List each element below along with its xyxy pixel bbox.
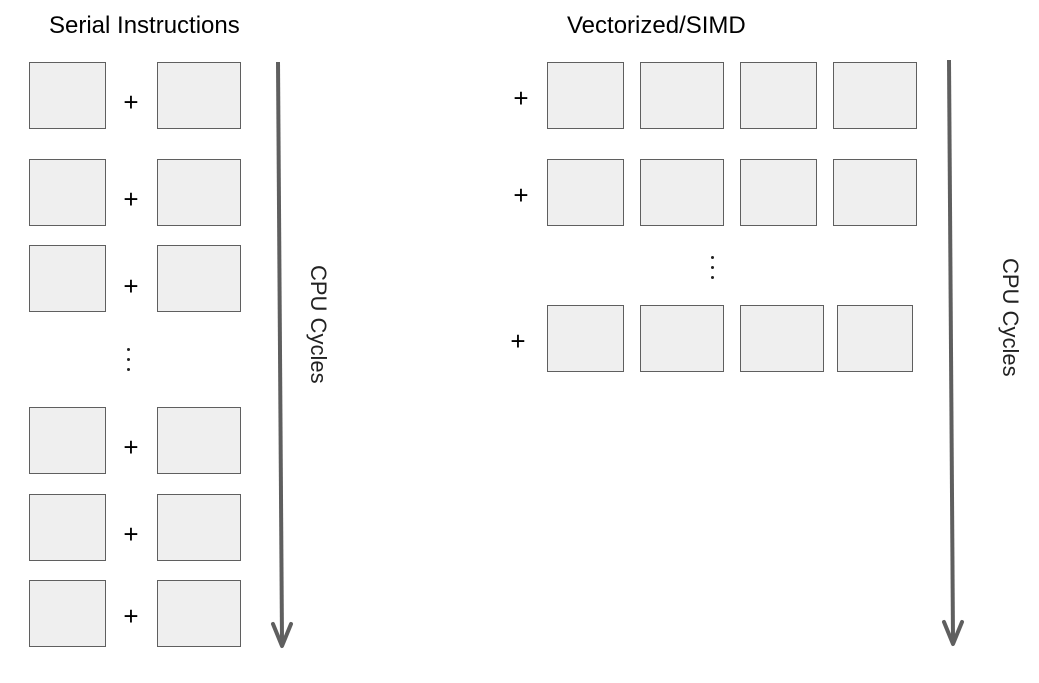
serial-title: Serial Instructions [49, 12, 240, 39]
serial-operand-b [157, 245, 241, 312]
serial-operand-a [29, 159, 106, 226]
serial-operand-b [157, 62, 241, 129]
serial-time-arrow [271, 61, 293, 648]
plus-operator: + [513, 83, 529, 113]
simd-lane [640, 62, 724, 129]
simd-lane [547, 159, 624, 226]
simd-title: Vectorized/SIMD [567, 12, 746, 39]
serial-axis-label: CPU Cycles [306, 265, 331, 384]
serial-operand-b [157, 580, 241, 647]
plus-operator: + [510, 326, 526, 356]
serial-operand-a [29, 62, 106, 129]
simd-lane [740, 159, 817, 226]
plus-operator: + [123, 184, 139, 214]
simd-lane [833, 62, 917, 129]
serial-operand-a [29, 407, 106, 474]
simd-axis-label: CPU Cycles [998, 258, 1023, 377]
plus-operator: + [123, 601, 139, 631]
simd-lane [640, 305, 724, 372]
simd-lane [640, 159, 724, 226]
plus-operator: + [123, 519, 139, 549]
simd-lane [837, 305, 913, 372]
simd-lane [547, 305, 624, 372]
serial-operand-a [29, 245, 106, 312]
serial-operand-a [29, 580, 106, 647]
simd-time-arrow [942, 59, 964, 646]
serial-operand-a [29, 494, 106, 561]
simd-lane [740, 305, 824, 372]
serial-operand-b [157, 407, 241, 474]
serial-operand-b [157, 159, 241, 226]
simd-ellipsis [709, 256, 715, 279]
simd-lane [547, 62, 624, 129]
plus-operator: + [123, 87, 139, 117]
serial-ellipsis [125, 348, 131, 371]
plus-operator: + [123, 271, 139, 301]
serial-operand-b [157, 494, 241, 561]
simd-lane [740, 62, 817, 129]
plus-operator: + [123, 432, 139, 462]
simd-lane [833, 159, 917, 226]
plus-operator: + [513, 180, 529, 210]
